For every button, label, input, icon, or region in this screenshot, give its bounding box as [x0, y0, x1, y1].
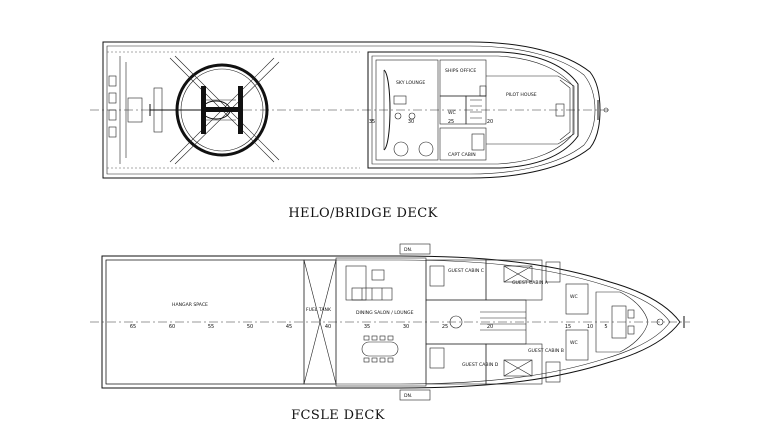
wc-lower-label: WC: [570, 340, 578, 346]
helo-bridge-deck-title: HELO/BRIDGE DECK: [288, 206, 437, 221]
helicopter-icon: [149, 99, 236, 121]
svg-text:50: 50: [247, 324, 253, 330]
guest-cabin-a-label: GUEST CABIN A: [512, 280, 549, 286]
guest-cabin-b-label: GUEST CABIN B: [528, 348, 564, 354]
bed-icon: [471, 133, 485, 151]
svg-text:60: 60: [169, 324, 175, 330]
svg-text:55: 55: [208, 324, 214, 330]
svg-text:35: 35: [369, 119, 375, 125]
svg-text:65: 65: [130, 324, 136, 330]
svg-text:45: 45: [286, 324, 292, 330]
wc-upper-label: WC: [570, 294, 578, 300]
svg-text:15: 15: [565, 324, 571, 330]
dining-salon-label: DINING SALON / LOUNGE: [356, 310, 414, 316]
bed-icon: [429, 265, 445, 287]
hangar-space-label: HANGAR SPACE: [172, 302, 208, 308]
svg-text:10: 10: [587, 324, 593, 330]
lower-hull-outline: [101, 255, 681, 389]
guest-cabin-d-label: GUEST CABIN D: [462, 362, 499, 368]
ships-office-label: SHIPS OFFICE: [445, 68, 476, 74]
svg-text:5: 5: [604, 324, 607, 330]
sky-lounge-label: SKY LOUNGE: [396, 80, 425, 86]
svg-text:40: 40: [325, 324, 331, 330]
svg-text:35: 35: [364, 324, 370, 330]
chair-icon: [363, 335, 394, 363]
helipad: [149, 55, 280, 165]
table-icon: [361, 341, 399, 357]
pilot-house-label: PILOT HOUSE: [506, 92, 537, 98]
helo-bridge-deck: SKY LOUNGE SHIPS OFFICE PILOT HOUSE WC C…: [90, 41, 610, 221]
svg-text:25: 25: [448, 119, 454, 125]
fcsle-deck: HANGAR SPACE FUEL TANK DINING SALON / LO…: [90, 243, 690, 423]
fcsle-deck-title: FCSLE DECK: [291, 408, 385, 423]
svg-text:20: 20: [487, 119, 493, 125]
superstructure-outline: [367, 51, 579, 169]
svg-text:25: 25: [442, 324, 448, 330]
dn-lower-label: DN.: [404, 393, 412, 399]
fuel-tank-label: FUEL TANK: [306, 307, 332, 313]
dn-upper-label: DN.: [404, 247, 412, 253]
svg-text:20: 20: [487, 324, 493, 330]
svg-text:30: 30: [403, 324, 409, 330]
capt-cabin-label: CAPT CABIN: [448, 152, 476, 158]
upper-wc-label: WC: [448, 110, 456, 116]
guest-cabin-c-label: GUEST CABIN C: [448, 268, 484, 274]
svg-text:30: 30: [408, 119, 414, 125]
table-icon: [393, 141, 409, 157]
